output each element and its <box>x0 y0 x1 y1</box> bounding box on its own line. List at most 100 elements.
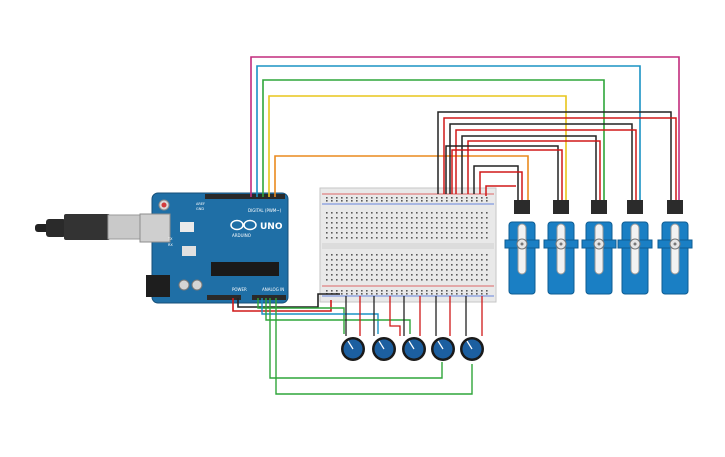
breadboard-hole <box>411 269 413 271</box>
breadboard-hole <box>396 279 398 281</box>
breadboard-hole <box>351 200 353 202</box>
breadboard-hole <box>371 293 373 295</box>
breadboard-hole <box>376 222 378 224</box>
servo-5[interactable] <box>657 200 693 295</box>
servo-1[interactable] <box>504 200 540 295</box>
breadboard-hole <box>406 259 408 261</box>
wire-pot-4-signal <box>269 298 443 379</box>
potentiometer-4[interactable] <box>431 337 455 361</box>
servo-2[interactable] <box>543 200 579 295</box>
breadboard-hole <box>451 200 453 202</box>
breadboard-hole <box>441 290 443 292</box>
breadboard-hole <box>426 293 428 295</box>
servo-4[interactable] <box>617 200 653 295</box>
breadboard-hole <box>336 264 338 266</box>
potentiometer-3[interactable] <box>402 337 426 361</box>
breadboard-hole <box>416 197 418 199</box>
breadboard-hole <box>356 279 358 281</box>
breadboard-hole <box>486 227 488 229</box>
breadboard-hole <box>341 217 343 219</box>
breadboard-hole <box>381 200 383 202</box>
breadboard-hole <box>351 197 353 199</box>
breadboard-hole <box>431 197 433 199</box>
breadboard-hole <box>411 217 413 219</box>
arduino-uno-board[interactable]: UNO ARDUINO DIGITAL (PWM~) POWER ANALOG … <box>139 192 289 304</box>
breadboard-hole <box>451 279 453 281</box>
breadboard-holes <box>326 197 488 295</box>
breadboard-hole <box>366 259 368 261</box>
breadboard-hole <box>461 264 463 266</box>
breadboard-hole <box>361 259 363 261</box>
breadboard-hole <box>376 232 378 234</box>
breadboard-hole <box>401 259 403 261</box>
breadboard-hole <box>341 200 343 202</box>
usb-cable <box>35 214 155 240</box>
potentiometer-5[interactable] <box>460 337 484 361</box>
breadboard-hole <box>431 293 433 295</box>
breadboard-hole <box>391 232 393 234</box>
breadboard-hole <box>366 290 368 292</box>
breadboard-hole <box>331 200 333 202</box>
breadboard-hole <box>411 293 413 295</box>
breadboard-hole <box>446 293 448 295</box>
breadboard-hole <box>396 217 398 219</box>
breadboard-hole <box>411 279 413 281</box>
potentiometer-1[interactable] <box>341 337 365 361</box>
servo-connector <box>591 200 607 214</box>
breadboard-hole <box>431 259 433 261</box>
breadboard-hole <box>406 279 408 281</box>
wire-ground-servo-4 <box>449 123 633 202</box>
breadboard-hole <box>391 200 393 202</box>
breadboard[interactable] <box>319 187 497 303</box>
breadboard-hole <box>381 290 383 292</box>
breadboard-hole <box>461 212 463 214</box>
breadboard-hole <box>416 237 418 239</box>
usb-b-port <box>139 213 171 243</box>
breadboard-hole <box>371 279 373 281</box>
breadboard-hole <box>416 259 418 261</box>
breadboard-hole <box>331 259 333 261</box>
breadboard-hole <box>361 212 363 214</box>
breadboard-hole <box>486 264 488 266</box>
analog-header <box>252 295 286 300</box>
breadboard-hole <box>466 232 468 234</box>
breadboard-hole <box>451 290 453 292</box>
potentiometer-indicator <box>347 340 354 350</box>
breadboard-hole <box>331 222 333 224</box>
breadboard-hole <box>356 269 358 271</box>
breadboard-hole <box>356 259 358 261</box>
breadboard-hole <box>326 217 328 219</box>
capacitor-2 <box>191 279 203 291</box>
breadboard-hole <box>336 232 338 234</box>
breadboard-hole <box>421 217 423 219</box>
breadboard-hole <box>446 269 448 271</box>
breadboard-hole <box>436 264 438 266</box>
breadboard-hole <box>476 274 478 276</box>
wire-signal-green <box>262 79 605 202</box>
potentiometer-2[interactable] <box>372 337 396 361</box>
breadboard-hole <box>346 222 348 224</box>
breadboard-hole <box>381 222 383 224</box>
breadboard-hole <box>471 197 473 199</box>
breadboard-hole <box>451 197 453 199</box>
wire-signal-cyan <box>256 65 641 202</box>
breadboard-hole <box>356 254 358 256</box>
breadboard-hole <box>391 259 393 261</box>
breadboard-hole <box>341 237 343 239</box>
servo-3[interactable] <box>581 200 617 295</box>
breadboard-hole <box>416 293 418 295</box>
breadboard-hole <box>466 227 468 229</box>
breadboard-hole <box>361 200 363 202</box>
wire-power-servo-5 <box>443 117 677 202</box>
breadboard-hole <box>366 264 368 266</box>
breadboard-hole <box>326 254 328 256</box>
breadboard-hole <box>446 264 448 266</box>
wires <box>232 56 680 395</box>
breadboard-hole <box>456 290 458 292</box>
breadboard-hole <box>451 232 453 234</box>
breadboard-hole <box>461 290 463 292</box>
breadboard-hole <box>396 227 398 229</box>
breadboard-hole <box>366 217 368 219</box>
breadboard-hole <box>326 290 328 292</box>
breadboard-hole <box>426 290 428 292</box>
